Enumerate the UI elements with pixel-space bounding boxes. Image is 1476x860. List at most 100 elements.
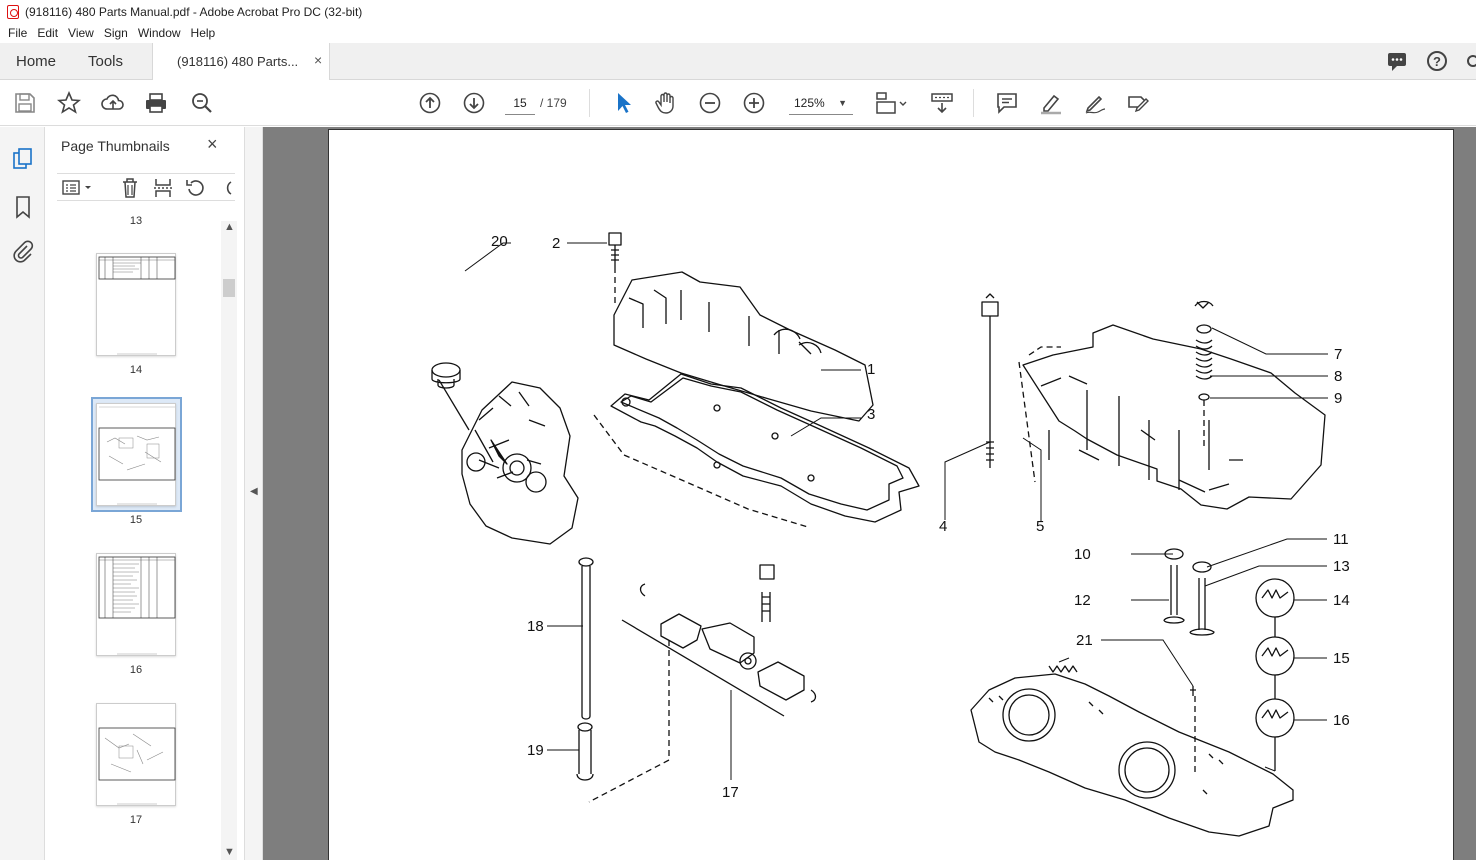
menu-bar: File Edit View Sign Window Help	[0, 23, 1476, 43]
callout-9: 9	[1334, 390, 1342, 407]
callout-21: 21	[1076, 632, 1093, 649]
callout-16: 16	[1333, 712, 1350, 729]
toolbar	[0, 80, 1476, 126]
print-icon[interactable]	[144, 91, 168, 115]
pdf-page: 1 2 3 4 5 7 8 9 10 11 12 13 14 15 16 17 …	[328, 129, 1454, 860]
tab-tools[interactable]: Tools	[88, 53, 124, 70]
zoom-out-icon[interactable]	[698, 91, 722, 115]
menu-help[interactable]: Help	[190, 26, 216, 40]
thumbnail-label-15: 15	[129, 514, 143, 526]
attachments-icon[interactable]	[11, 240, 35, 264]
share-comment-icon[interactable]	[1386, 50, 1408, 72]
delete-page-icon[interactable]	[120, 177, 140, 199]
page-fit-icon[interactable]	[874, 91, 908, 115]
save-icon[interactable]	[13, 91, 37, 115]
thumbnail-table-preview	[98, 556, 176, 655]
callout-14: 14	[1333, 592, 1350, 609]
page-thumbnail-16[interactable]	[96, 553, 176, 656]
account-icon[interactable]	[1466, 50, 1476, 72]
callout-17: 17	[722, 784, 739, 801]
bookmark-star-icon[interactable]	[57, 91, 81, 115]
tab-document-label: (918116) 480 Parts...	[177, 54, 299, 69]
callout-12: 12	[1074, 592, 1091, 609]
total-pages: / 179	[540, 96, 567, 110]
callout-7: 7	[1334, 346, 1342, 363]
thumbnail-label-16: 16	[129, 664, 143, 676]
page-thumbnail-15[interactable]	[96, 403, 176, 506]
callout-19: 19	[527, 742, 544, 759]
thumbnail-scrollbar[interactable]: ▲ ▼	[221, 221, 237, 860]
menu-file[interactable]: File	[8, 26, 28, 40]
help-icon[interactable]: ?	[1426, 50, 1448, 72]
menu-edit[interactable]: Edit	[37, 26, 59, 40]
select-arrow-icon[interactable]	[611, 91, 635, 115]
zoom-dropdown[interactable]: 125% ▼	[789, 91, 853, 115]
callout-4: 4	[939, 518, 947, 535]
thumbnail-diagram-preview	[98, 406, 176, 505]
comment-icon[interactable]	[995, 91, 1019, 115]
thumbnail-toolbar	[57, 173, 235, 201]
left-navigation-rail	[0, 127, 45, 860]
title-bar: (918116) 480 Parts Manual.pdf - Adobe Ac…	[0, 0, 1476, 23]
close-panel-icon[interactable]: ×	[207, 134, 218, 154]
callout-15: 15	[1333, 650, 1350, 667]
callout-18: 18	[527, 618, 544, 635]
page-thumbnail-14[interactable]	[96, 253, 176, 356]
search-zoom-icon[interactable]	[190, 91, 214, 115]
upload-icon[interactable]	[101, 91, 125, 115]
hand-icon[interactable]	[654, 91, 678, 115]
thumbnail-label-14: 14	[129, 364, 143, 376]
callout-1: 1	[867, 361, 875, 378]
callout-5: 5	[1036, 518, 1044, 535]
tab-bar: Home Tools (918116) 480 Parts... × ?	[0, 43, 1476, 80]
thumbnails-panel: Page Thumbnails × 13 14	[45, 127, 245, 860]
page-number-input[interactable]: 15	[505, 91, 535, 115]
options-menu-icon[interactable]	[61, 178, 95, 198]
menu-sign[interactable]: Sign	[103, 26, 128, 40]
scroll-up-icon[interactable]: ▲	[224, 221, 235, 233]
page-thumbnails-icon[interactable]	[11, 147, 35, 171]
menu-window[interactable]: Window	[137, 26, 181, 40]
tab-document[interactable]: (918116) 480 Parts... ×	[152, 43, 330, 80]
callout-3: 3	[867, 406, 875, 423]
menu-view[interactable]: View	[68, 26, 94, 40]
exploded-parts-diagram: 1 2 3 4 5 7 8 9 10 11 12 13 14 15 16 17 …	[431, 232, 1350, 837]
extract-pages-icon[interactable]	[153, 177, 173, 199]
collapse-left-icon[interactable]: ◀	[250, 486, 258, 497]
callout-8: 8	[1334, 368, 1342, 385]
toolbar-divider	[973, 89, 974, 117]
rotate-counterclockwise-icon[interactable]	[185, 177, 207, 199]
highlight-icon[interactable]	[1039, 91, 1063, 115]
previous-page-icon[interactable]	[418, 91, 442, 115]
thumbnail-table-preview	[98, 256, 176, 355]
fill-sign-icon[interactable]	[1126, 91, 1150, 115]
draw-icon[interactable]	[1083, 91, 1107, 115]
window-title: (918116) 480 Parts Manual.pdf - Adobe Ac…	[25, 4, 363, 19]
chevron-down-icon: ▼	[838, 98, 847, 108]
page-thumbnail-17[interactable]	[96, 703, 176, 806]
callout-10: 10	[1074, 546, 1091, 563]
acrobat-app-icon	[7, 4, 19, 19]
callout-20: 20	[491, 233, 508, 250]
bookmarks-icon[interactable]	[11, 195, 35, 219]
panel-collapse-strip[interactable]: ◀	[245, 127, 263, 860]
callout-2: 2	[552, 235, 560, 252]
tab-home[interactable]: Home	[16, 53, 57, 70]
scrollbar-thumb[interactable]	[223, 279, 235, 297]
thumbnail-diagram-preview	[98, 727, 176, 805]
zoom-in-icon[interactable]	[742, 91, 766, 115]
thumbnail-label-17: 17	[129, 814, 143, 826]
zoom-value: 125%	[794, 96, 825, 110]
thumbnail-label-13: 13	[129, 215, 143, 225]
rotate-clockwise-icon[interactable]	[219, 177, 233, 199]
svg-text:?: ?	[1433, 54, 1441, 69]
document-view[interactable]: 1 2 3 4 5 7 8 9 10 11 12 13 14 15 16 17 …	[263, 127, 1476, 860]
next-page-icon[interactable]	[462, 91, 486, 115]
panel-title: Page Thumbnails	[61, 138, 170, 154]
toolbar-divider	[589, 89, 590, 117]
callout-11: 11	[1333, 531, 1349, 548]
callout-13: 13	[1333, 558, 1350, 575]
scroll-down-icon[interactable]: ▼	[224, 846, 235, 858]
scroll-mode-icon[interactable]	[930, 91, 954, 115]
tab-close-icon[interactable]: ×	[314, 52, 323, 68]
